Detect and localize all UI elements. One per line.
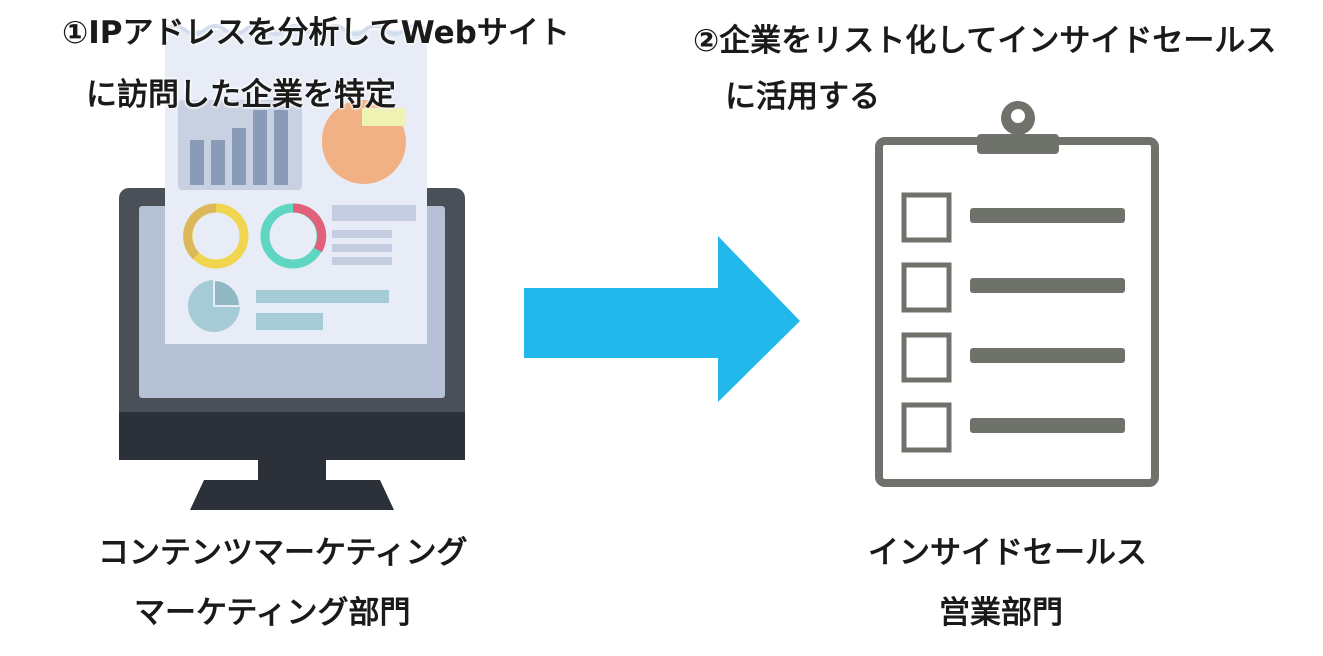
monitor-neck [258, 460, 326, 480]
right-label-line1: インサイドセールス [868, 538, 1147, 569]
left-label-line1: コンテンツマーケティング [98, 538, 468, 569]
right-arrow [520, 234, 805, 404]
checklist-clipboard-icon [860, 90, 1170, 500]
bar [232, 128, 246, 185]
bar [211, 140, 225, 185]
step1-caption-line1: ①IPアドレスを分析してWebサイト [62, 18, 570, 49]
list-line [970, 208, 1125, 223]
checkbox [904, 195, 949, 240]
step2-caption-line1: ②企業をリスト化してインサイドセールス [693, 26, 1276, 57]
monitor-bezel-bottom [119, 412, 465, 460]
list-line [970, 418, 1125, 433]
bar [253, 110, 267, 185]
checkbox [904, 405, 949, 450]
bar [274, 110, 288, 185]
bar [190, 140, 204, 185]
checkbox [904, 335, 949, 380]
checkbox [904, 265, 949, 310]
step1-caption-line2: に訪問した企業を特定 [86, 80, 396, 111]
right-label-line2: 営業部門 [939, 598, 1063, 629]
list-line [970, 278, 1125, 293]
list-line [970, 348, 1125, 363]
monitor-foot [190, 480, 394, 510]
left-label-line2: マーケティング部門 [134, 598, 411, 629]
step2-caption-line2: に活用する [725, 82, 880, 113]
